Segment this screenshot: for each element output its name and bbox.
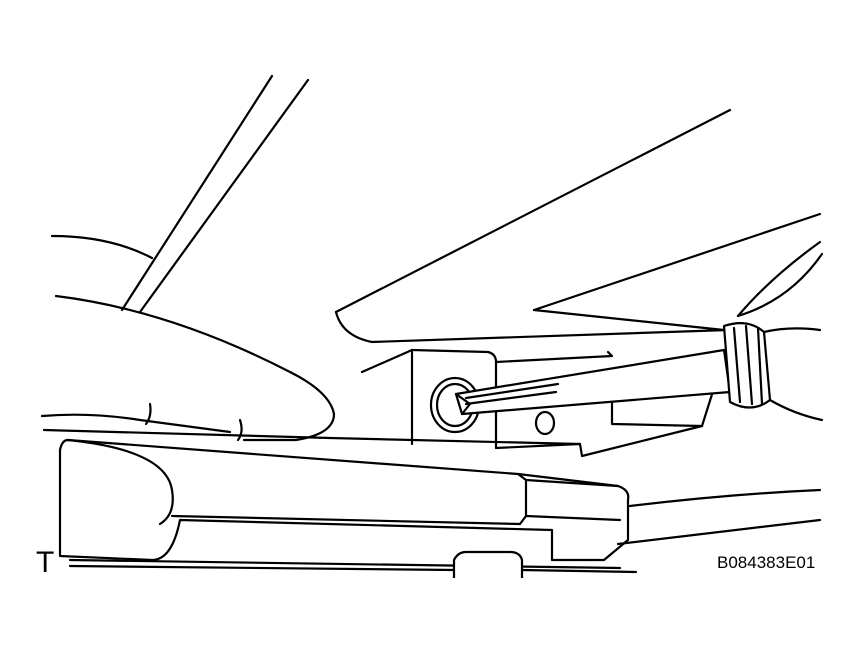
mounting-bracket bbox=[410, 348, 716, 458]
screwdriver bbox=[454, 240, 824, 422]
figure-code: B084383E01 bbox=[717, 553, 816, 572]
hand bbox=[40, 234, 336, 442]
tool-shaft bbox=[120, 74, 310, 314]
trim-panel-lines bbox=[334, 108, 822, 374]
bracket-hole bbox=[534, 410, 556, 436]
console-lid bbox=[42, 428, 822, 562]
base-rails bbox=[68, 550, 638, 578]
corner-mark: T bbox=[36, 546, 55, 579]
